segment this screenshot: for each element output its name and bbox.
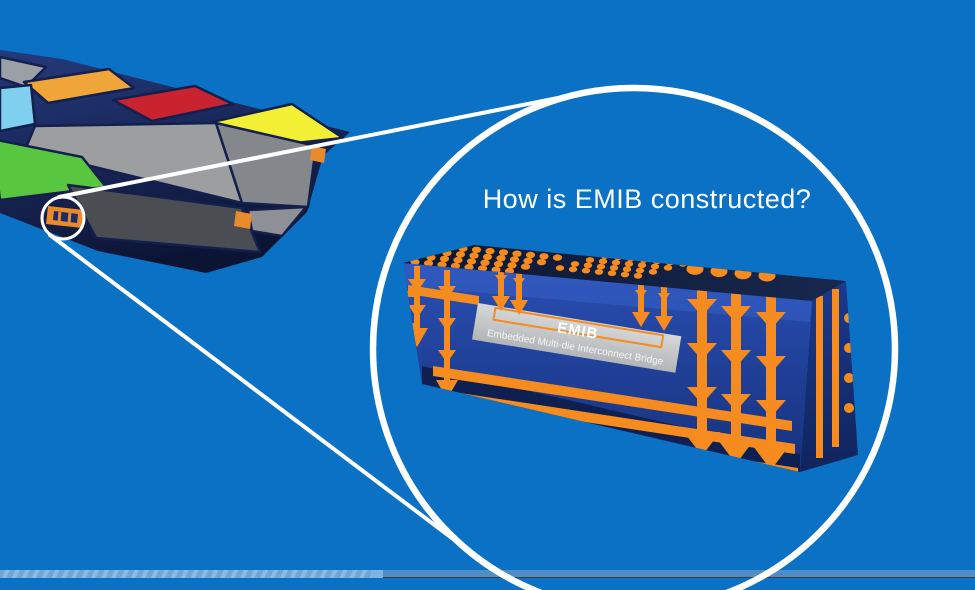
magnifier-callout-line-upper xyxy=(57,91,585,199)
chip-package-illustration xyxy=(0,50,350,273)
emib-label-plate: EMIB Embedded Multi-die Interconnect Bri… xyxy=(472,303,682,373)
emib-label-title: EMIB xyxy=(556,319,600,342)
magnifier-lens-circle xyxy=(369,84,899,590)
copper-traces xyxy=(403,285,798,472)
package-die-front-right-gray xyxy=(246,205,308,238)
package-die-dark-gray xyxy=(66,183,262,254)
emib-block-right-face xyxy=(800,281,858,472)
question-title: How is EMIB constructed? xyxy=(483,184,812,214)
copper-pad-dots xyxy=(410,245,820,282)
package-die-red xyxy=(111,84,235,123)
package-die-large-gray xyxy=(23,121,244,205)
progress-played-segment xyxy=(0,570,371,578)
embedded-emib-chiclets xyxy=(46,146,326,229)
package-substrate xyxy=(0,50,350,273)
copper-right-face xyxy=(816,289,858,458)
emib-block-illustration: EMIB Embedded Multi-die Interconnect Bri… xyxy=(403,245,858,472)
package-die-cyan xyxy=(0,83,37,133)
video-progress-bar[interactable] xyxy=(0,570,975,578)
progress-playhead[interactable] xyxy=(371,570,383,578)
emib-chiclet-highlighted xyxy=(46,206,84,228)
magnifier-callout xyxy=(40,84,899,590)
package-die-orange xyxy=(22,67,136,105)
package-die-yellow xyxy=(210,102,345,149)
emib-block-top-face xyxy=(403,245,846,301)
magnifier-source-circle xyxy=(40,195,86,241)
emib-label-subtitle: Embedded Multi-die Interconnect Bridge xyxy=(486,328,664,368)
package-die-green xyxy=(0,139,108,202)
package-die-right-gray xyxy=(214,121,318,209)
package-die-far-gray xyxy=(0,55,48,89)
magnifier-callout-line-lower xyxy=(48,233,479,559)
copper-via-chains xyxy=(406,263,789,470)
progress-remaining-segment xyxy=(383,570,975,578)
emib-block-front-face xyxy=(403,263,812,472)
